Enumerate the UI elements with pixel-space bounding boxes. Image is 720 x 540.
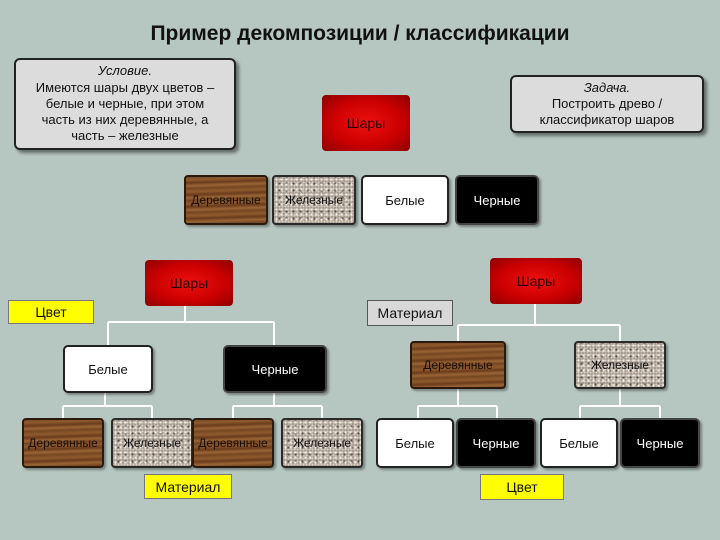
task-note: Задача. Построить древо / классификатор … — [510, 75, 704, 133]
top-balls-node: Шары — [322, 95, 410, 151]
right-leaf-black: Черные — [456, 418, 536, 468]
condition-line: белые и черные, при этом — [45, 95, 205, 111]
right-subcriterion-label: Цвет — [480, 474, 564, 500]
page-title: Пример декомпозиции / классификации — [150, 22, 570, 45]
left-leaf-iron: Железные — [281, 418, 363, 468]
task-line: классификатор шаров — [539, 112, 675, 128]
task-line: Построить древо / — [551, 95, 663, 111]
left-balls-node: Шары — [145, 260, 233, 306]
task-heading: Задача. — [583, 79, 631, 95]
condition-line: часть из них деревянные, а — [41, 112, 209, 128]
top-black-node: Черные — [455, 175, 539, 225]
condition-note: Условие. Имеются шары двух цветов – белы… — [14, 58, 236, 150]
condition-line: часть – железные — [71, 128, 179, 144]
left-black-node: Черные — [223, 345, 327, 393]
right-leaf-white: Белые — [540, 418, 618, 468]
right-leaf-black: Черные — [620, 418, 700, 468]
right-leaf-white: Белые — [376, 418, 454, 468]
condition-heading: Условие. — [98, 63, 152, 79]
right-wooden-node: Деревянные — [410, 341, 506, 389]
left-leaf-wooden: Деревянные — [22, 418, 104, 468]
top-wooden-node: Деревянные — [184, 175, 268, 225]
right-criterion-label: Материал — [367, 300, 453, 326]
left-criterion-label: Цвет — [8, 300, 94, 324]
top-iron-node: Железные — [272, 175, 356, 225]
condition-line: Имеются шары двух цветов – — [35, 79, 215, 95]
left-white-node: Белые — [63, 345, 153, 393]
left-subcriterion-label: Материал — [144, 474, 232, 499]
top-white-node: Белые — [361, 175, 449, 225]
right-iron-node: Железные — [574, 341, 666, 389]
left-leaf-iron: Железные — [111, 418, 193, 468]
right-balls-node: Шары — [490, 258, 582, 304]
left-leaf-wooden: Деревянные — [192, 418, 274, 468]
